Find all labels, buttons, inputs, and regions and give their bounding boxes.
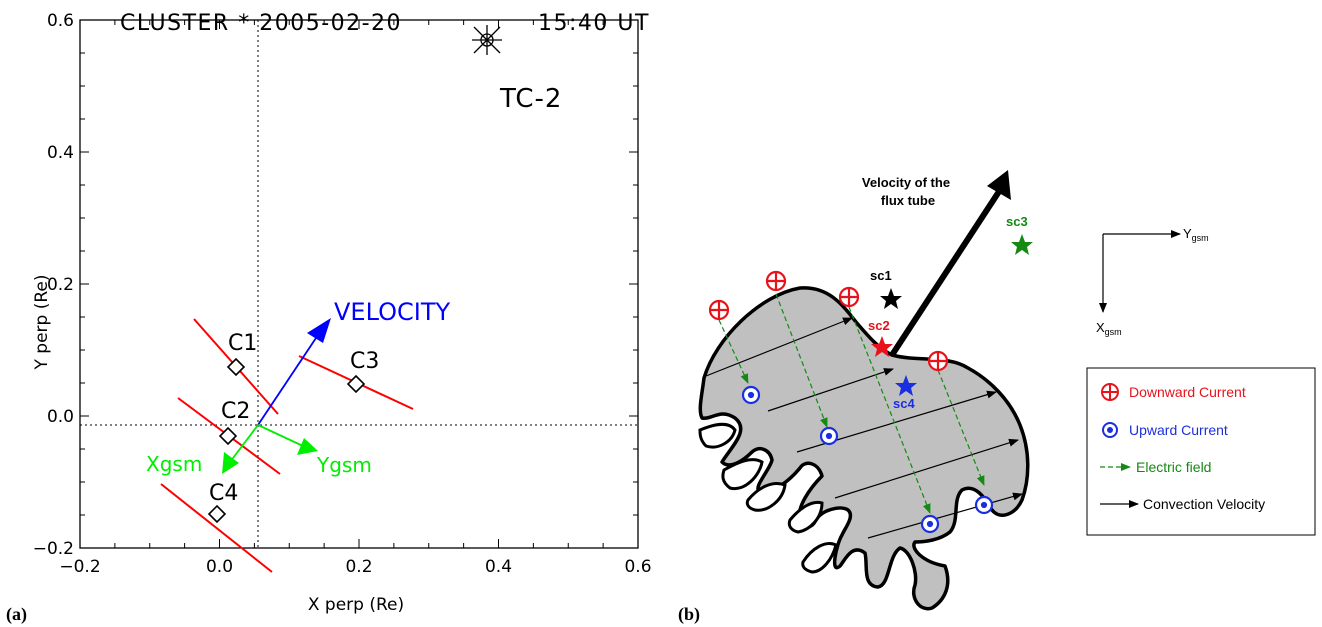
- sc4-star: [895, 375, 917, 396]
- tc2-label: TC-2: [499, 84, 562, 114]
- gsm-axes: Ygsm Xgsm: [1096, 226, 1209, 337]
- y-tick-label: 0.2: [47, 275, 74, 295]
- c3-marker: [346, 374, 366, 394]
- x-tick-label: 0.2: [345, 557, 372, 577]
- axis-tick-labels: −0.2 0.0 0.2 0.4 0.6 −0.2 0.0 0.2 0.4 0.6: [33, 11, 652, 577]
- ygsm-arrowhead: [297, 438, 318, 455]
- xgsm-axis-label: Xgsm: [1096, 320, 1122, 337]
- panel-a-label: (a): [6, 604, 27, 625]
- xgsm-label: Xgsm: [146, 452, 202, 476]
- panel-a: −0.2 0.0 0.2 0.4 0.6 −0.2 0.0 0.2 0.4 0.6 CLUSTER…: [6, 11, 652, 625]
- velocity-title-line2: flux tube: [881, 193, 935, 208]
- legend-item-efield: Electric field: [1100, 459, 1211, 475]
- tc2-marker: [472, 25, 502, 55]
- sc1-star: [880, 288, 902, 309]
- xgsm-arrowhead: [222, 452, 239, 474]
- c2-marker: [218, 426, 238, 446]
- legend-label-downward: Downward Current: [1129, 384, 1246, 400]
- panel-b: (b): [678, 170, 1316, 625]
- downward-current-icon: [708, 299, 730, 321]
- legend-item-convection: Convection Velocity: [1100, 496, 1265, 512]
- x-tick-label: 0.6: [624, 557, 651, 577]
- electric-field-arrows: [718, 293, 985, 514]
- panel-b-label: (b): [678, 604, 700, 625]
- legend-box: [1086, 367, 1316, 536]
- ygsm-axis-label: Ygsm: [1183, 226, 1209, 243]
- y-tick-label: 0.0: [47, 407, 74, 427]
- ygsm-label: Ygsm: [316, 453, 372, 477]
- sc4-label: sc4: [893, 396, 915, 411]
- y-tick-label: −0.2: [33, 539, 74, 559]
- sc3-label: sc3: [1006, 214, 1028, 229]
- velocity-title-line1: Velocity of the: [862, 175, 950, 190]
- legend: Downward Current Upward Current Electric…: [1086, 367, 1316, 536]
- downward-current-icon: [838, 286, 860, 308]
- x-tick-label: −0.2: [59, 557, 100, 577]
- y-axis-label: Y perp (Re): [32, 275, 52, 371]
- legend-label-efield: Electric field: [1136, 459, 1211, 475]
- sc3-star: [1011, 234, 1033, 255]
- c1-label: C1: [228, 331, 257, 356]
- legend-label-convection: Convection Velocity: [1143, 496, 1265, 512]
- x-tick-label: 0.0: [206, 557, 233, 577]
- upward-current-icon: [1102, 422, 1118, 438]
- downward-current-icon: [1101, 383, 1119, 401]
- velocity-arrowhead: [307, 318, 331, 343]
- spacecraft-markers: [207, 357, 366, 524]
- legend-item-upward: Upward Current: [1102, 422, 1228, 438]
- velocity-arrow: [257, 331, 321, 426]
- sc1-label: sc1: [870, 268, 892, 283]
- upward-current-icon: [741, 385, 761, 405]
- axis-ticks: [79, 19, 639, 549]
- c2-label: C2: [221, 399, 250, 424]
- downward-current-icon: [927, 350, 949, 372]
- flux-tube-velocity-arrow: [889, 188, 1003, 357]
- time-label: 15:40 UT: [538, 11, 650, 36]
- upward-current-symbols: [741, 385, 994, 534]
- legend-item-downward: Downward Current: [1101, 383, 1246, 401]
- y-tick-label: 0.4: [47, 143, 74, 163]
- flux-tube: [698, 286, 1030, 611]
- upward-current-icon: [920, 514, 940, 534]
- sc2-label: sc2: [868, 318, 890, 333]
- legend-label-upward: Upward Current: [1129, 422, 1228, 438]
- sc2-star: [871, 336, 893, 357]
- x-tick-label: 0.4: [485, 557, 512, 577]
- c3-label: C3: [350, 349, 379, 374]
- flux-tube-gaps: [698, 422, 838, 574]
- xgsm-arrow: [229, 424, 259, 463]
- figure-title: CLUSTER * 2005-02-20: [120, 11, 402, 36]
- flux-tube-velocity-arrowhead: [987, 170, 1011, 200]
- velocity-label: VELOCITY: [334, 298, 450, 326]
- ygsm-arrow: [257, 424, 304, 447]
- downward-current-icon: [765, 270, 787, 292]
- downward-current-symbols: [708, 270, 949, 372]
- upward-current-icon: [974, 495, 994, 515]
- y-tick-label: 0.6: [47, 11, 74, 31]
- c1-marker: [226, 357, 246, 377]
- c4-label: C4: [209, 481, 238, 506]
- c4-marker: [207, 504, 227, 524]
- upward-current-icon: [819, 426, 839, 446]
- x-axis-label: X perp (Re): [308, 595, 404, 615]
